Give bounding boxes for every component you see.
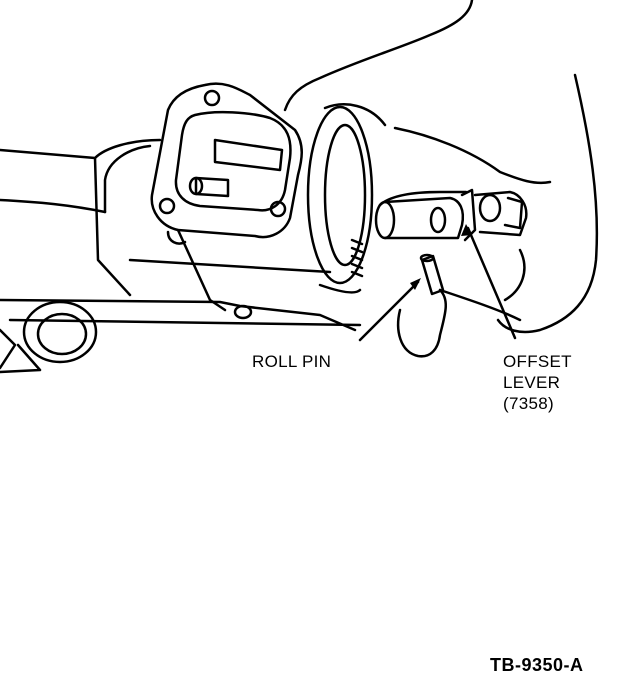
hand-outline	[283, 0, 474, 112]
housing-body	[103, 144, 152, 214]
offset-lever-leader	[466, 226, 517, 340]
offset-lever-tip	[473, 190, 528, 237]
offset-lever-callout-line2: LEVER	[503, 373, 561, 392]
port-opening-inner	[36, 312, 88, 356]
shaft-bore	[429, 206, 447, 234]
housing-lower	[8, 318, 362, 327]
finger-upper	[393, 126, 552, 185]
spring-coil	[350, 238, 364, 278]
roll-pin-arrowhead	[410, 278, 421, 290]
offset-lever-callout-line1: OFFSET	[503, 352, 572, 371]
offset-lever-key	[503, 196, 524, 230]
figure-identifier: TB-9350-A	[490, 655, 584, 675]
roll-pin-end	[419, 253, 435, 263]
offset-lever-arrowhead	[461, 224, 472, 236]
roll-pin-callout: ROLL PIN	[252, 352, 332, 371]
internal-pin-end	[188, 176, 204, 196]
flange-bolt-top	[203, 89, 221, 107]
mounting-flange	[150, 82, 303, 239]
offset-lever-part-number: (7358)	[503, 394, 554, 413]
port-opening	[22, 300, 98, 364]
finger-lower	[503, 248, 526, 302]
shaft-collar	[374, 200, 396, 240]
housing-upper-line	[0, 198, 107, 214]
flange-opening	[174, 110, 292, 212]
flange-mount-left	[176, 228, 227, 312]
internal-pin	[194, 176, 230, 198]
hand-outline-right	[496, 73, 599, 334]
internal-rail	[213, 138, 284, 172]
roll-pin-shape	[420, 254, 445, 296]
housing-rib	[128, 258, 332, 274]
hand-palm	[438, 288, 522, 322]
drain-plug	[233, 304, 253, 320]
thumb	[396, 288, 447, 358]
offset-lever-callout: OFFSET LEVER (7358)	[503, 351, 572, 414]
housing-left-drop	[93, 156, 132, 297]
flange-bolt-left	[158, 197, 176, 215]
extension-bore	[306, 105, 374, 285]
extension-body	[318, 103, 387, 294]
offset-lever-end	[478, 193, 502, 223]
flange-mount-lug	[166, 230, 187, 245]
extension-bore-inner	[323, 123, 367, 267]
housing-left-foot	[0, 328, 42, 374]
shaft-barrel	[383, 196, 465, 240]
roll-pin-leader	[358, 280, 420, 342]
